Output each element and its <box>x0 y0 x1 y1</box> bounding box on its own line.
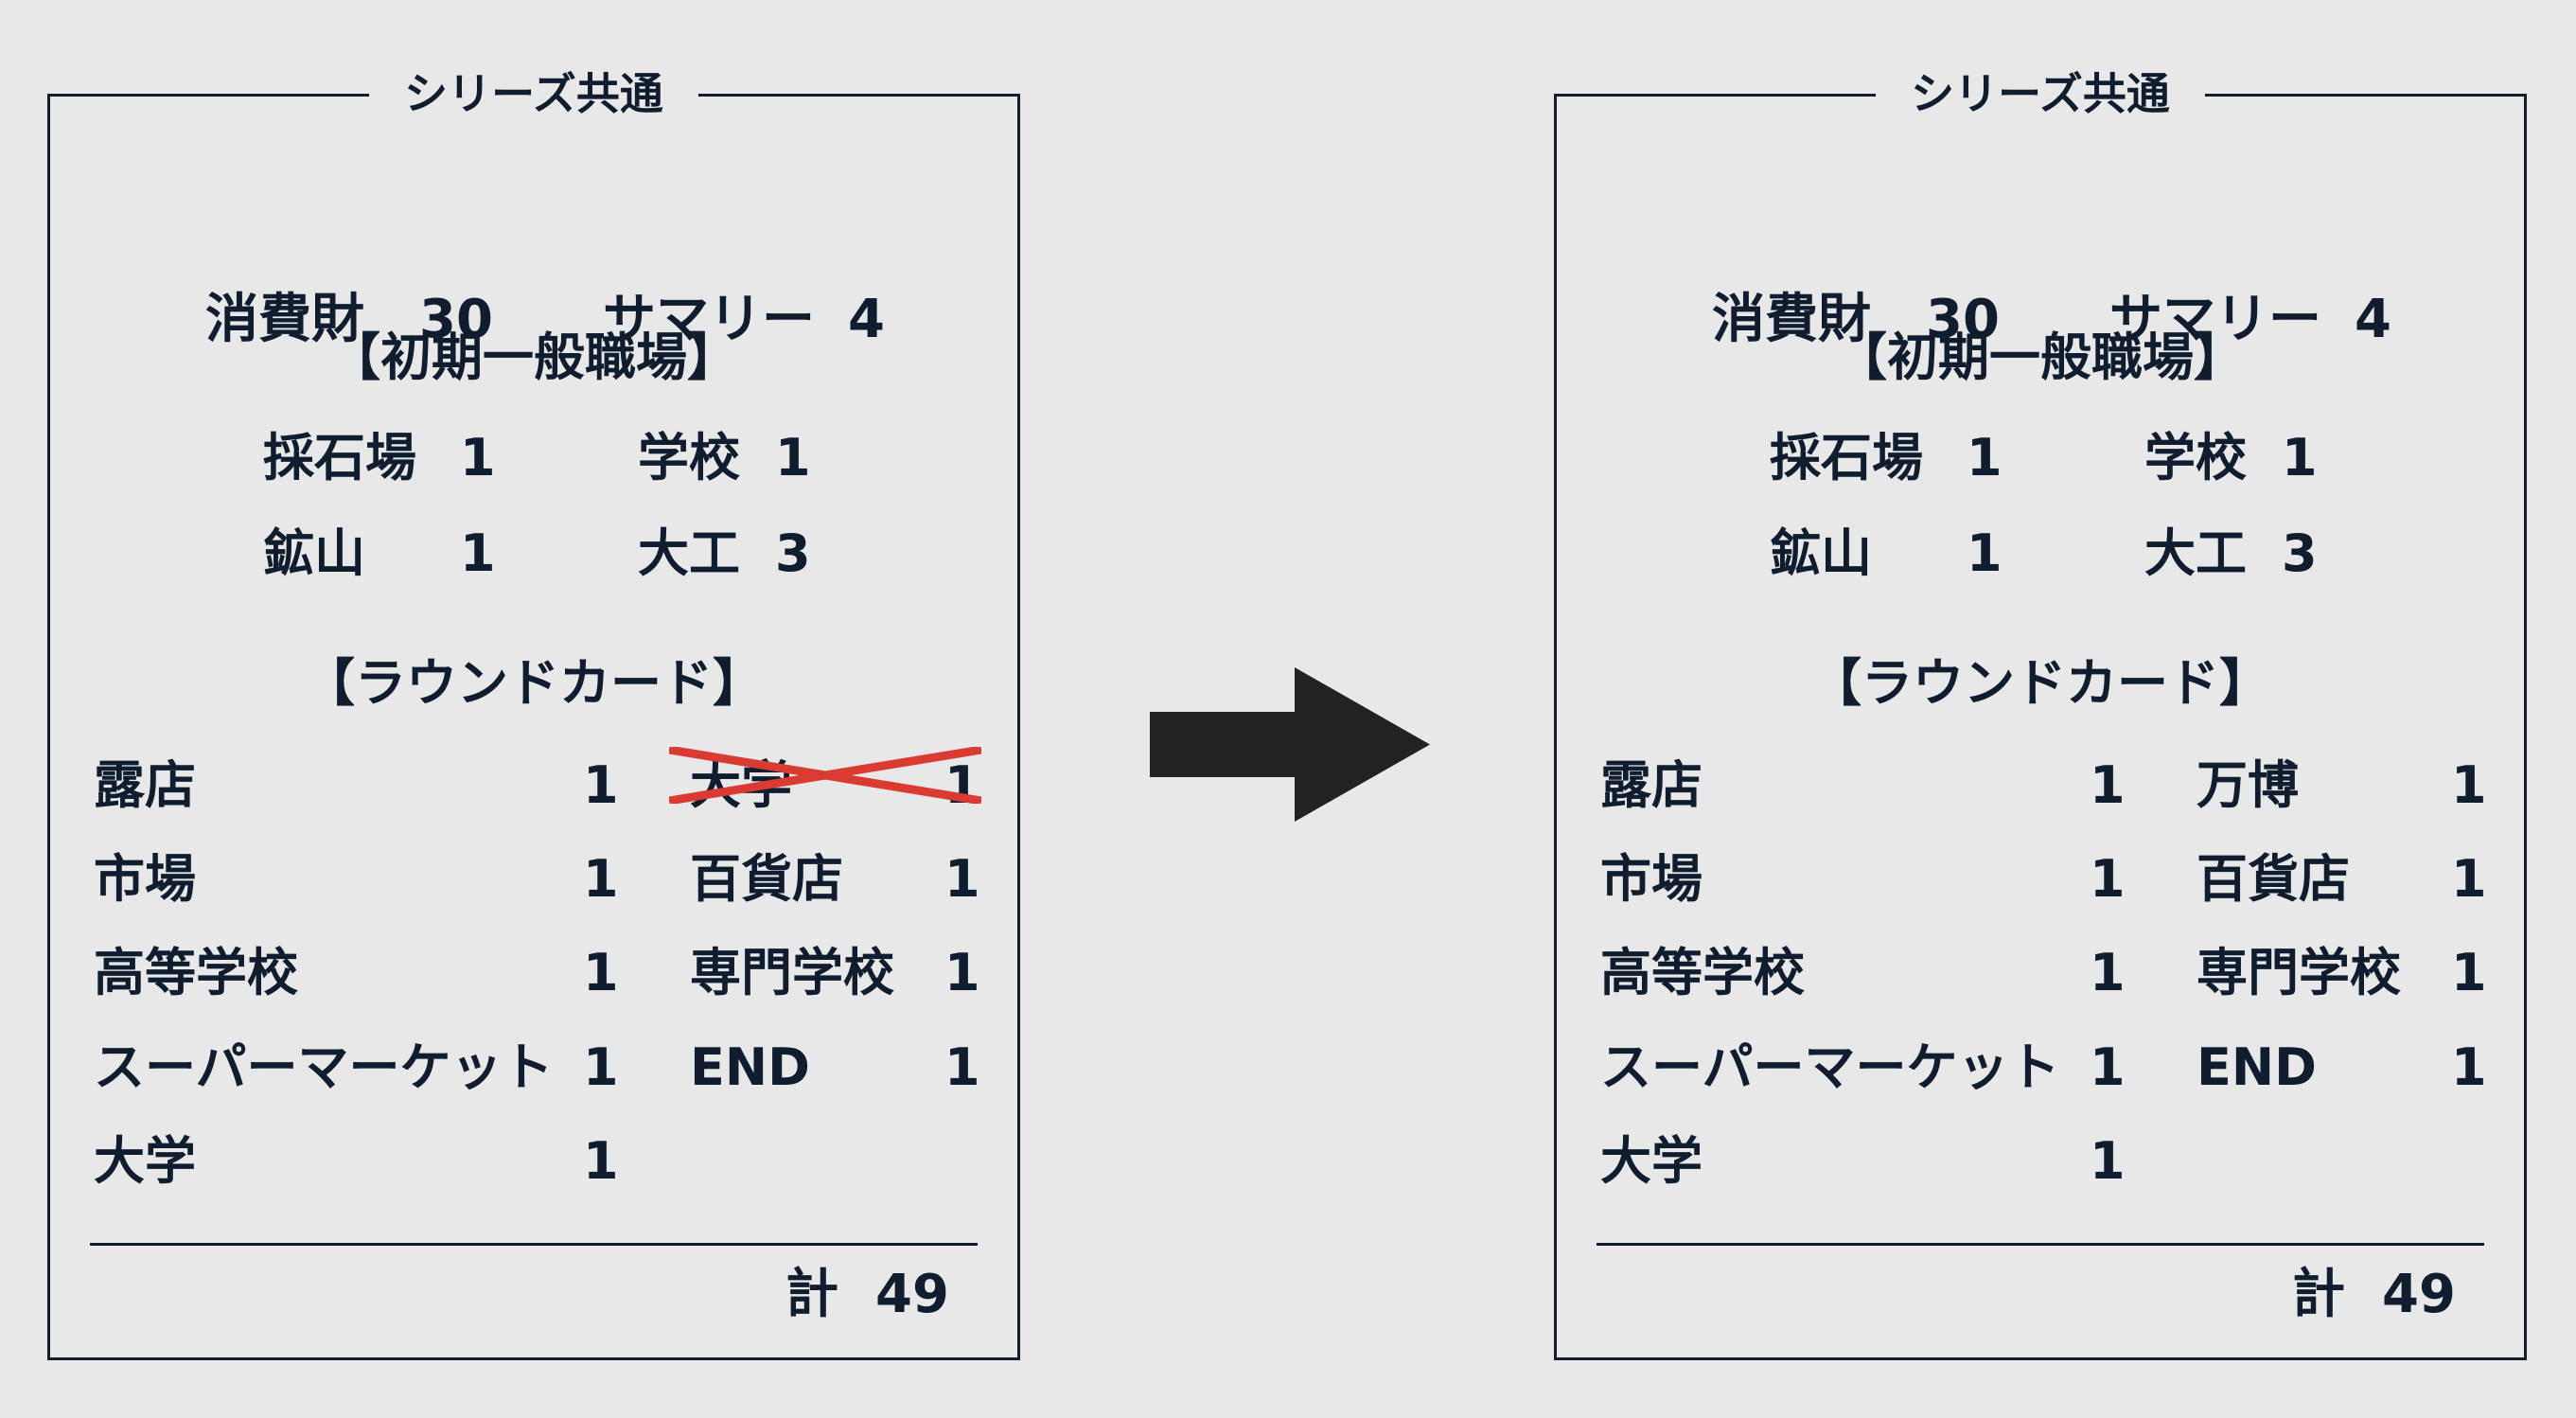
round-card-count: 1 <box>583 1131 619 1191</box>
round-card-count: 1 <box>2090 755 2126 815</box>
round-card-count: 1 <box>2451 943 2487 1002</box>
total-label: 計 <box>785 1264 838 1325</box>
initial-item-name: 鉱山 <box>263 523 365 583</box>
title-gap <box>369 90 698 97</box>
round-card-name: 市場 <box>1600 849 1703 909</box>
round-card-count: 1 <box>2090 849 2126 909</box>
initial-heading: 【初期一般職場】 <box>329 328 738 387</box>
round-card-count: 1 <box>583 943 619 1002</box>
round-card-count: 1 <box>944 849 980 909</box>
round-card-count: 1 <box>2451 1037 2487 1097</box>
initial-item-name: 学校 <box>638 428 740 487</box>
round-card-count: 1 <box>2090 1131 2126 1191</box>
initial-item-count: 1 <box>1967 523 2003 583</box>
round-card-count: 1 <box>2451 849 2487 909</box>
round-card-name: 大学 <box>94 1131 196 1191</box>
round-card-name: スーパーマーケット <box>94 1037 554 1097</box>
initial-item-count: 1 <box>460 428 496 487</box>
round-card-name: 露店 <box>94 755 196 815</box>
round-card-count: 1 <box>944 943 980 1002</box>
round-card-count: 1 <box>944 1037 980 1097</box>
round-card-name: 百貨店 <box>2197 849 2350 909</box>
consumables-label: 消費財 <box>205 289 364 350</box>
initial-item-count: 1 <box>1967 428 2003 487</box>
summary-count: 4 <box>848 289 885 350</box>
title-gap <box>1876 90 2205 97</box>
summary-label: サマリー <box>603 289 815 350</box>
round-card-name: 万博 <box>2197 755 2299 815</box>
initial-item-name: 大工 <box>638 523 740 583</box>
round-card-name: 高等学校 <box>1600 943 1805 1002</box>
round-card-name: 百貨店 <box>690 849 843 909</box>
initial-item-count: 1 <box>2282 428 2318 487</box>
initial-item-name: 採石場 <box>263 428 416 487</box>
panel-title: シリーズ共通 <box>404 68 663 119</box>
initial-heading: 【初期一般職場】 <box>1836 328 2245 387</box>
initial-item-count: 3 <box>775 523 811 583</box>
round-card-name: 露店 <box>1600 755 1703 815</box>
round-card-name: スーパーマーケット <box>1600 1037 2060 1097</box>
right-arrow-icon <box>1150 667 1430 822</box>
initial-item-name: 大工 <box>2144 523 2247 583</box>
initial-item-count: 1 <box>460 523 496 583</box>
round-card-count: 1 <box>583 849 619 909</box>
summary-label: サマリー <box>2109 289 2321 350</box>
round-card-name: END <box>2197 1037 2317 1097</box>
consumables-count: 30 <box>1926 289 2000 350</box>
panel-title: シリーズ共通 <box>1911 68 2170 119</box>
round-card-count: 1 <box>583 755 619 815</box>
round-card-name: 専門学校 <box>2197 943 2401 1002</box>
round-card-count: 1 <box>2090 943 2126 1002</box>
round-card-count: 1 <box>583 1037 619 1097</box>
total-value: 49 <box>875 1264 949 1325</box>
initial-item-name: 学校 <box>2144 428 2247 487</box>
round-card-name: 専門学校 <box>690 943 894 1002</box>
total-divider <box>1597 1243 2484 1246</box>
initial-item-name: 鉱山 <box>1770 523 1872 583</box>
summary-count: 4 <box>2355 289 2391 350</box>
round-card-name: 高等学校 <box>94 943 298 1002</box>
consumables-label: 消費財 <box>1712 289 1871 350</box>
initial-item-name: 採石場 <box>1770 428 1923 487</box>
round-card-name: 市場 <box>94 849 196 909</box>
round-card-count: 1 <box>2451 755 2487 815</box>
strike-cross-icon <box>669 747 981 804</box>
round-heading: 【ラウンドカード】 <box>304 653 764 713</box>
total-label: 計 <box>2292 1264 2345 1325</box>
initial-item-count: 3 <box>2282 523 2318 583</box>
total-value: 49 <box>2382 1264 2456 1325</box>
round-card-count: 1 <box>2090 1037 2126 1097</box>
consumables-count: 30 <box>419 289 493 350</box>
round-heading: 【ラウンドカード】 <box>1810 653 2270 713</box>
initial-item-count: 1 <box>775 428 811 487</box>
round-card-name: END <box>690 1037 810 1097</box>
total-divider <box>90 1243 978 1246</box>
round-card-name: 大学 <box>1600 1131 1703 1191</box>
